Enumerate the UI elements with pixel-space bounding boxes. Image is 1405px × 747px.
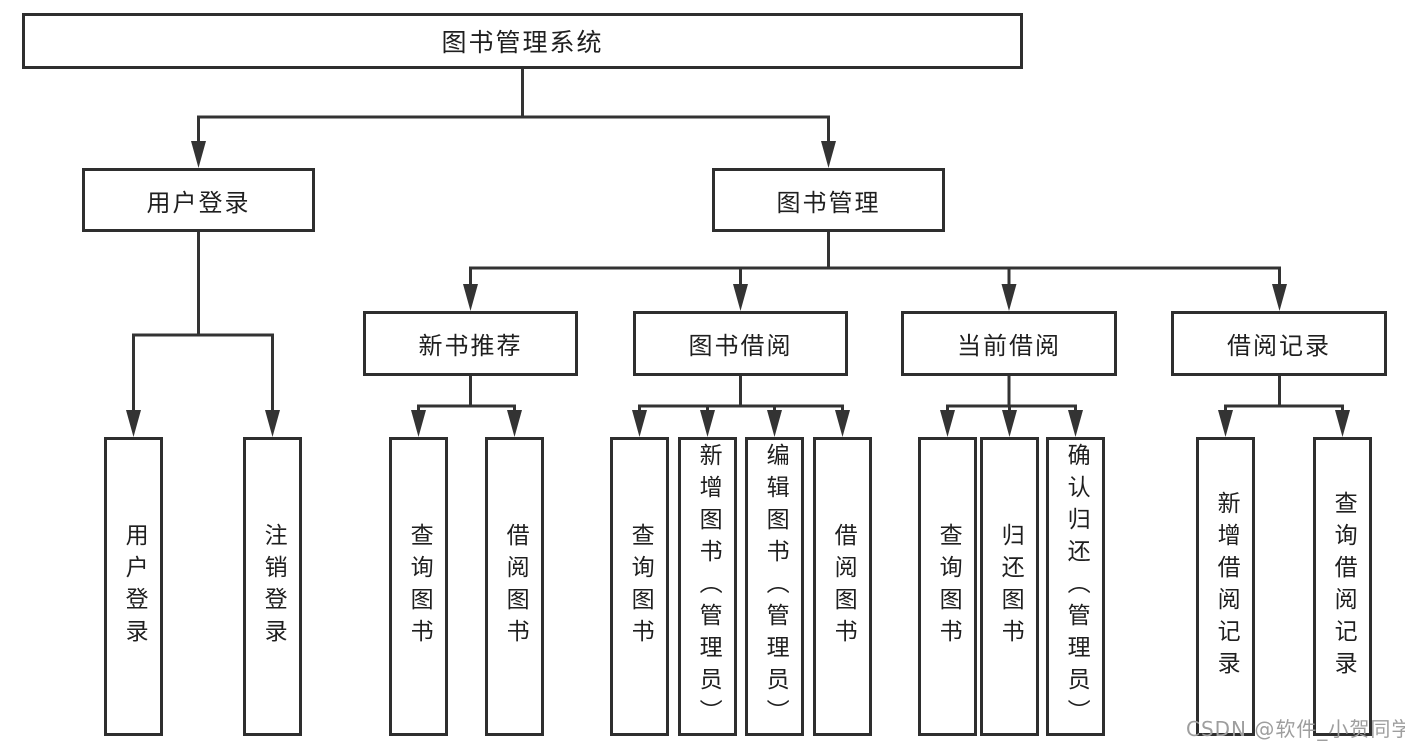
leaf-return-books: 归还图书 (980, 437, 1039, 736)
node-label: 查询借阅记录 (1330, 490, 1357, 683)
node-label: 查询图书 (627, 522, 654, 651)
node-label: 新书推荐 (418, 332, 523, 360)
node-borrowing-records: 借阅记录 (1171, 311, 1387, 376)
node-label: 图书借阅 (688, 332, 793, 360)
watermark-text: CSDN @软件_小贺同学 (1186, 717, 1405, 741)
leaf-query-books-borrowing: 查询图书 (610, 437, 669, 736)
leaf-add-borrow-record: 新增借阅记录 (1196, 437, 1255, 736)
node-current-borrowing: 当前借阅 (901, 311, 1117, 376)
leaf-user-login: 用户登录 (104, 437, 163, 736)
node-label: 确认归还（管理员） (1063, 442, 1090, 731)
leaf-borrow-books-borrowing: 借阅图书 (813, 437, 872, 736)
node-label: 查询图书 (406, 522, 433, 651)
leaf-query-borrow-record: 查询借阅记录 (1313, 437, 1372, 736)
node-label: 新增图书（管理员） (695, 442, 722, 731)
leaf-add-books-admin: 新增图书（管理员） (678, 437, 737, 736)
node-label: 借阅记录 (1227, 332, 1331, 360)
leaf-borrow-books-recommend: 借阅图书 (485, 437, 544, 736)
leaf-logout: 注销登录 (243, 437, 302, 736)
node-label: 借阅图书 (502, 522, 529, 651)
node-book-management-system: 图书管理系统 (22, 13, 1023, 69)
arrowheads (126, 141, 1350, 437)
node-label: 用户登录 (146, 188, 251, 217)
node-label: 图书管理 (776, 188, 881, 217)
node-user-login: 用户登录 (82, 168, 315, 232)
node-label: 当前借阅 (957, 332, 1061, 360)
node-book-borrowing: 图书借阅 (633, 311, 848, 376)
node-book-management: 图书管理 (712, 168, 945, 232)
node-label: 归还图书 (997, 522, 1024, 651)
leaf-edit-books-admin: 编辑图书（管理员） (745, 437, 804, 736)
node-label: 注销登录 (260, 522, 287, 651)
leaf-query-books-current: 查询图书 (918, 437, 977, 736)
node-label: 用户登录 (121, 522, 148, 651)
node-label: 查询图书 (935, 522, 962, 651)
node-new-book-recommendation: 新书推荐 (363, 311, 578, 376)
node-label: 借阅图书 (830, 522, 857, 651)
node-label: 编辑图书（管理员） (762, 442, 789, 731)
node-label: 图书管理系统 (441, 28, 604, 57)
leaf-query-books-recommend: 查询图书 (389, 437, 448, 736)
leaf-confirm-return-admin: 确认归还（管理员） (1046, 437, 1105, 736)
node-label: 新增借阅记录 (1213, 490, 1240, 683)
